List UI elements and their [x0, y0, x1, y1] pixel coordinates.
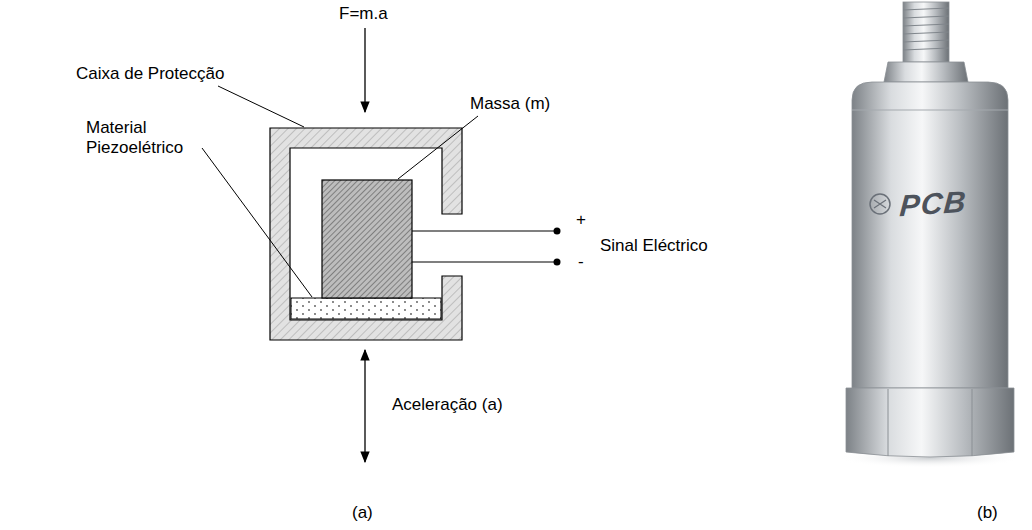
seismic-mass [322, 180, 412, 298]
part-name: Caixa de Protecção [76, 64, 224, 84]
terminal-dot [554, 228, 561, 235]
part-name: Material Piezoelétrico [86, 118, 214, 158]
force-arrow [364, 28, 365, 112]
leader-line [202, 148, 312, 297]
figure-label: (b) [977, 503, 998, 523]
piezo-layer [291, 298, 441, 319]
signal-name: Sinal Eléctrico [600, 236, 708, 256]
leader-line [398, 116, 478, 179]
part-name: Massa (m) [470, 94, 550, 114]
leader-line [218, 86, 304, 127]
signal-wire [412, 261, 555, 262]
terminal-sign: + [576, 210, 586, 230]
terminal-dot [554, 259, 561, 266]
brand-logo: PCB [899, 186, 968, 223]
acceleration-arrow [364, 350, 365, 462]
force-label: F=m.a [339, 4, 388, 24]
protective-housing [270, 128, 462, 340]
figure-label: (a) [352, 503, 373, 523]
motion-label: Aceleração (a) [392, 395, 503, 415]
signal-wire [412, 230, 555, 231]
sensor-photo [838, 2, 1022, 468]
terminal-sign: - [578, 252, 584, 272]
